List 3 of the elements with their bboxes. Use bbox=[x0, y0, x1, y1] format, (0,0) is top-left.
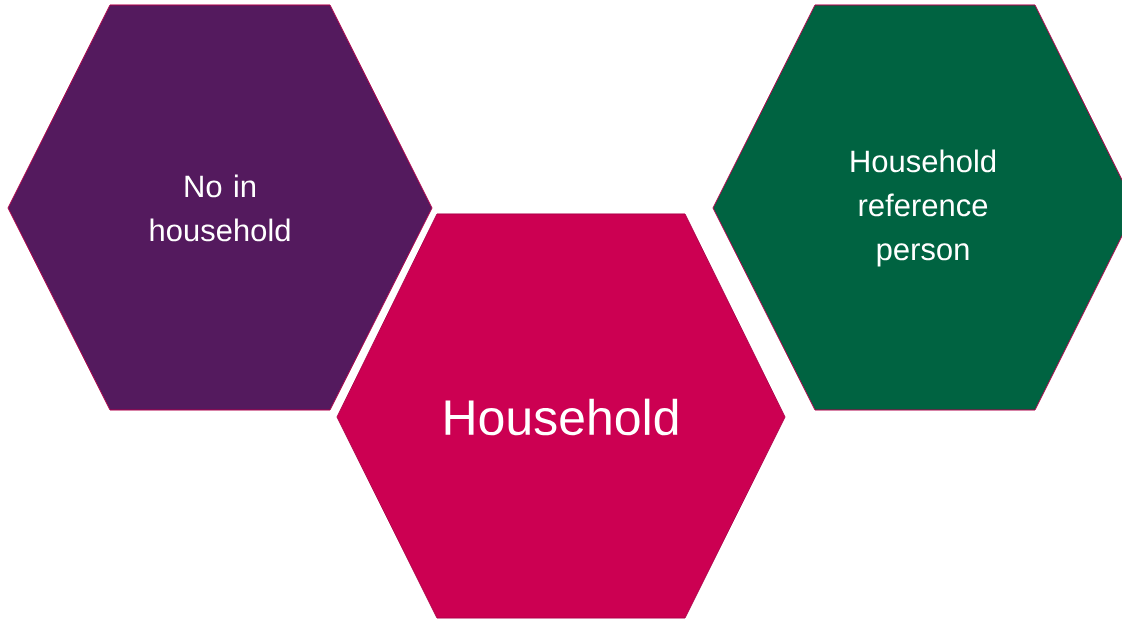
hexagon: Household bbox=[336, 213, 786, 619]
hexagon: No in household bbox=[7, 4, 433, 411]
hexagon: Household reference person bbox=[712, 4, 1122, 411]
